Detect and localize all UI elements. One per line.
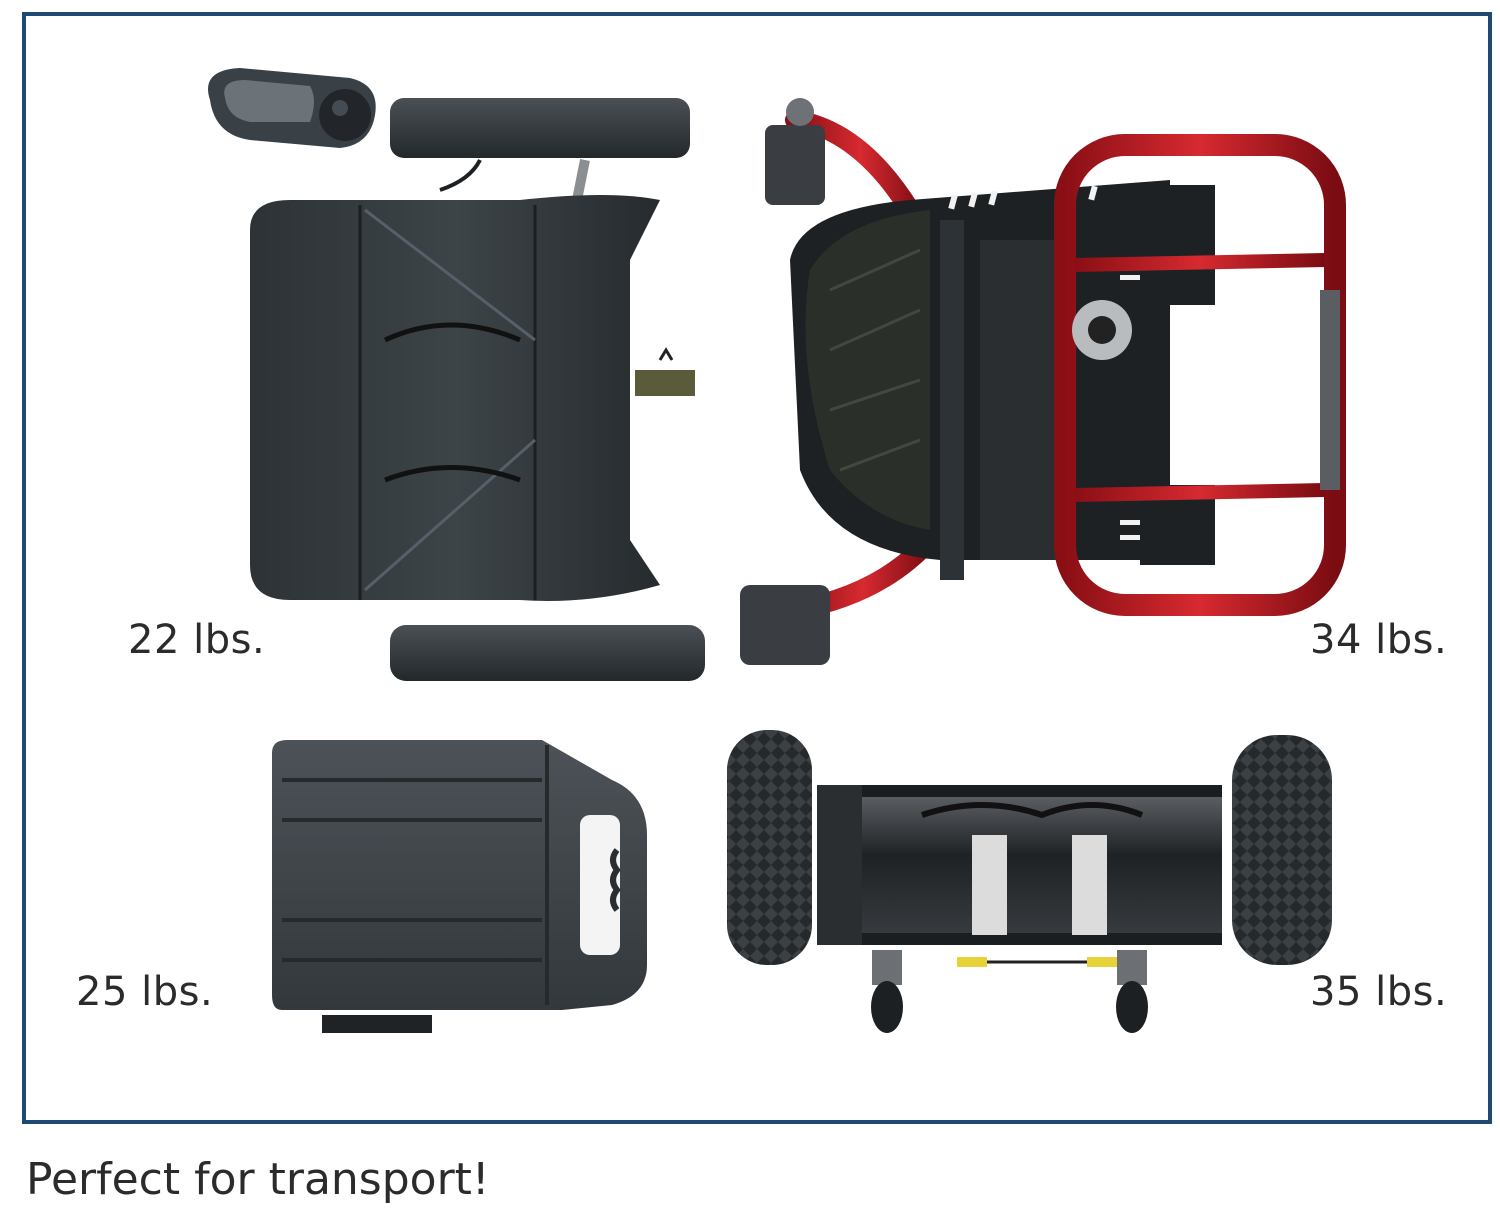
caption-text: Perfect for transport! bbox=[26, 1154, 490, 1205]
seat-component bbox=[190, 60, 720, 690]
battery-case-icon bbox=[272, 740, 647, 1010]
armrest-top-icon bbox=[390, 98, 690, 158]
front-frame-component bbox=[740, 90, 1380, 670]
front-frame-weight-label: 34 lbs. bbox=[1310, 617, 1448, 663]
seat-post-icon bbox=[635, 370, 695, 396]
armrest-bottom-icon bbox=[390, 625, 705, 681]
seat-cushion-icon bbox=[250, 195, 660, 601]
battery-handle-icon bbox=[580, 815, 620, 955]
rear-section-component bbox=[722, 725, 1352, 1045]
rear-section-illustration bbox=[727, 730, 1332, 1033]
front-pad-bottom-icon bbox=[740, 585, 830, 665]
rear-wheel-right-icon bbox=[1232, 735, 1332, 965]
rear-section-weight-label: 35 lbs. bbox=[1310, 969, 1448, 1015]
caster-right-icon bbox=[1116, 981, 1148, 1033]
rear-wheel-left-icon bbox=[727, 730, 812, 965]
seat-weight-label: 22 lbs. bbox=[128, 617, 266, 663]
battery-illustration bbox=[272, 740, 647, 1033]
joystick-controller-icon bbox=[208, 68, 376, 148]
seat-illustration bbox=[208, 68, 705, 681]
battery-component bbox=[262, 735, 662, 1035]
drive-motor-icon bbox=[862, 795, 1222, 945]
battery-weight-label: 25 lbs. bbox=[76, 969, 214, 1015]
front-pad-top-icon bbox=[765, 125, 825, 205]
caster-left-icon bbox=[871, 981, 903, 1033]
front-frame-illustration bbox=[740, 98, 1346, 665]
